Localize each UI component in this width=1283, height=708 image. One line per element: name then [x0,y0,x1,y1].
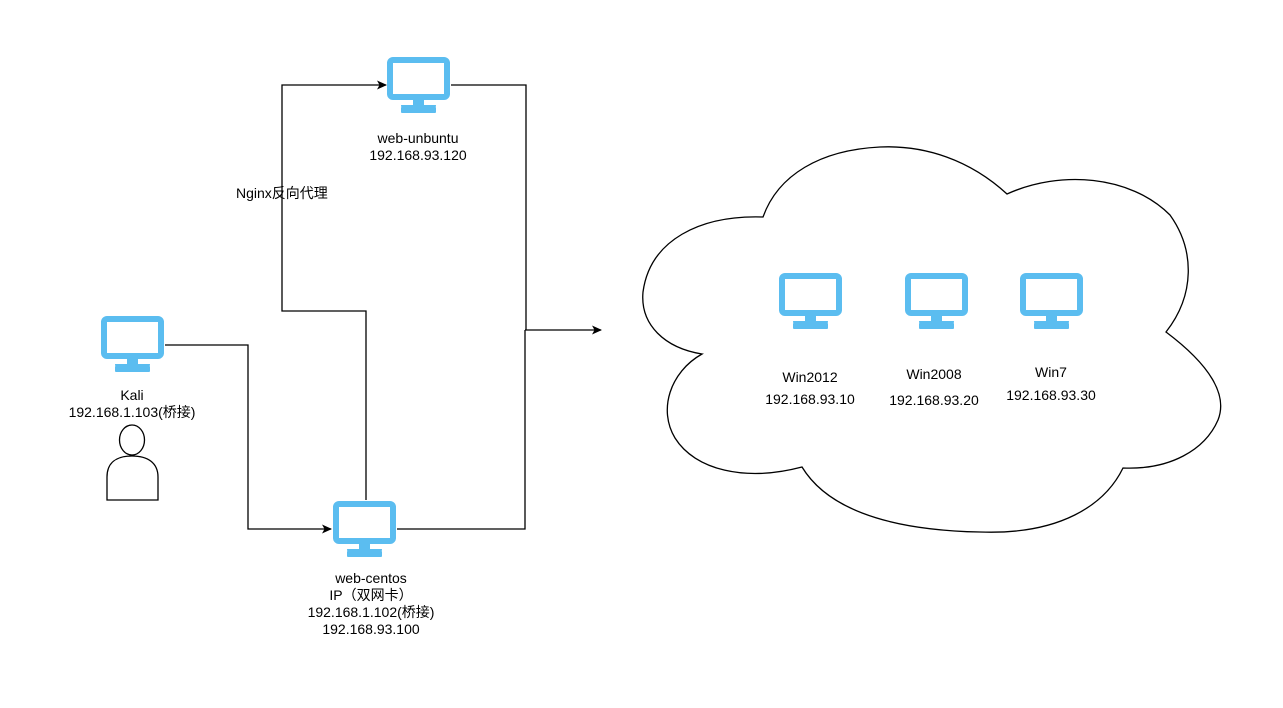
kali-label: Kali 192.168.1.103(桥接) [69,387,196,421]
win7-name: Win7 [1035,364,1067,380]
web-centos-ip2: 192.168.93.100 [322,621,420,637]
web-ubuntu-name: web-unbuntu [377,130,459,146]
kali-monitor-icon[interactable] [104,319,161,372]
nginx-proxy-label: Nginx反向代理 [236,185,328,201]
web-centos-name: web-centos [335,570,407,586]
web-centos-ip1: 192.168.1.102(桥接) [307,604,435,620]
edge-kali-to-centos [165,344,332,534]
edge-centos-to-ubuntu-proxy [281,80,387,500]
internal-network-cloud [642,146,1222,533]
win2008-name: Win2008 [906,366,962,382]
win7-label: Win7 192.168.93.30 [1006,361,1096,407]
win2012-name: Win2012 [782,369,838,385]
web-ubuntu-monitor-icon[interactable] [390,60,447,113]
web-centos-ip-title: IP（双网卡） [329,587,413,603]
person-icon [106,424,159,501]
win2008-ip: 192.168.93.20 [889,392,979,408]
web-ubuntu-label: web-unbuntu 192.168.93.120 [369,130,466,164]
web-centos-monitor-icon[interactable] [336,504,393,557]
win7-ip: 192.168.93.30 [1006,387,1096,403]
web-centos-label: web-centos IP（双网卡） 192.168.1.102(桥接) 192… [308,570,435,638]
edge-ubuntu-to-network [451,84,527,330]
win2012-label: Win2012 192.168.93.10 [765,366,855,410]
web-ubuntu-ip: 192.168.93.120 [369,147,467,163]
edge-centos-to-network [397,330,526,530]
kali-ip: 192.168.1.103(桥接) [68,404,196,420]
kali-name: Kali [120,387,144,403]
win2012-ip: 192.168.93.10 [765,391,855,407]
win2008-label: Win2008 192.168.93.20 [889,361,979,413]
